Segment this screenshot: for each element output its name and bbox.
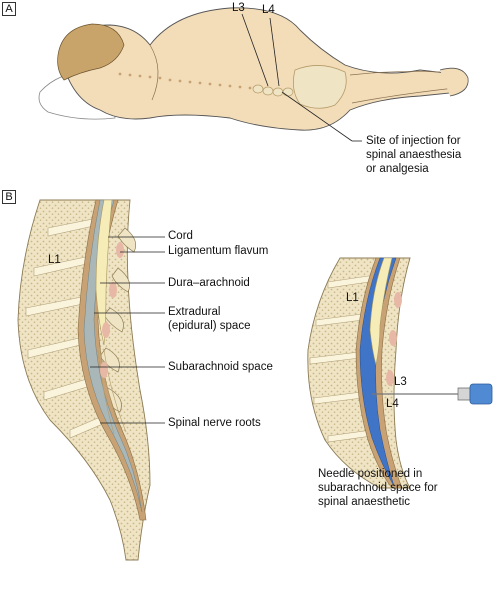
right-l3-label: L3 [394,376,407,388]
left-subarachnoid-space [83,199,143,513]
left-discs [25,217,113,439]
ligamentum-flavum-label: Ligamentum flavum [168,245,269,257]
spinal-needle [372,383,493,405]
patient-hair [57,23,125,81]
injection-site-label-line3: or analgesia [366,163,429,175]
right-l4-label: L4 [386,398,399,410]
panel-a-l3-label: L3 [232,2,245,14]
left-spinal-cord [95,199,113,346]
injection-site-label-line1: Site of injection for [366,135,461,147]
dura-arachnoid-label: Dura–arachnoid [168,277,250,289]
subarachnoid-label: Subarachnoid space [168,361,273,373]
right-l1-label: L1 [346,292,359,304]
nerve-roots-label: Spinal nerve roots [168,417,261,429]
panel-a-tag: A [2,2,16,16]
injection-site-label-line2: spinal anaesthesia [366,149,462,161]
panel-b-tag: B [2,190,16,204]
needle-caption-line2: subarachnoid space for [318,482,438,494]
pelvis [292,65,347,109]
lumbar-vertebrae [252,84,294,97]
extradural-label-line1: Extradural [168,306,221,318]
spine-dotted-line [118,72,252,90]
needle-caption-line3: spinal anaesthetic [318,496,411,508]
left-l1-label: L1 [48,254,61,266]
left-ligamentum-flavum [100,242,124,378]
cord-label: Cord [168,230,193,242]
extradural-label-line2: (epidural) space [168,320,251,332]
patient-body [61,7,464,131]
right-spinal-cord [369,257,393,366]
needle-caption-line1: Needle positioned in [318,468,423,480]
panel-a-l4-label: L4 [262,4,275,16]
right-ligamentum-flavum [386,292,402,386]
